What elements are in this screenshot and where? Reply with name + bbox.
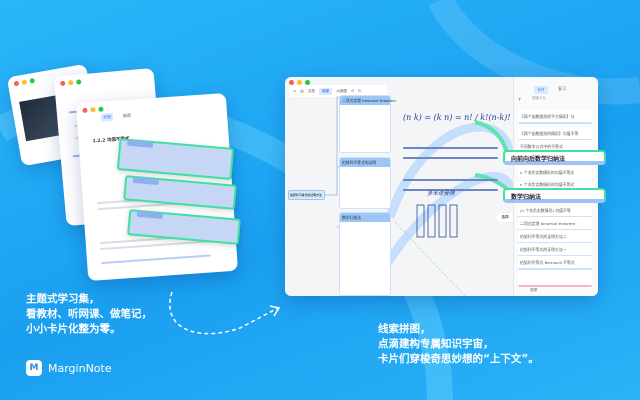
redo-icon[interactable]: ↻ <box>357 89 361 93</box>
tab-document[interactable]: 文档 <box>100 112 114 122</box>
tab-cards[interactable]: 卡片 <box>534 86 548 94</box>
tab-document[interactable]: 文档 <box>307 88 315 93</box>
tab-review[interactable]: 复习 <box>558 86 566 91</box>
sidebar-toggle-icon[interactable]: ▭ <box>293 89 297 93</box>
card-list-item[interactable]: 伯努利不等式 Bernoulli 不等式 <box>518 256 592 270</box>
tab-outline[interactable]: 大纲图 <box>336 88 347 93</box>
card-list-item[interactable]: 伯努利不等式的证明方法二 <box>518 230 592 244</box>
domino-label: 多米诺骨牌 <box>427 191 455 197</box>
background-arc <box>428 0 640 105</box>
library-icon[interactable]: ▤ <box>300 89 304 93</box>
side-select-button[interactable]: 选择 <box>497 213 513 222</box>
card-list-item[interactable]: 二项式定理 binomial theorem <box>518 217 592 231</box>
select-button[interactable]: 选择 <box>530 288 538 292</box>
root-node[interactable]: 伯努利不等式的证明方法 <box>288 190 325 200</box>
tab-mindmap[interactable]: 脑图 <box>319 87 333 95</box>
undo-icon[interactable]: ↺ <box>350 89 354 93</box>
card-list-item[interactable]: 伯努利不等式的证明方法一 <box>518 243 592 257</box>
tab-mindmap[interactable]: 脑图 <box>122 112 132 119</box>
highlighted-card[interactable]: 向前向后数学归纳法 <box>503 150 606 165</box>
highlighted-card[interactable]: 数学归纳法 <box>503 188 606 203</box>
mindmap-card[interactable]: 数学归纳法 <box>339 212 391 296</box>
toolbar: ▭ ▤ 文档 脑图 大纲图 ↺ ↻ <box>289 85 387 97</box>
filter-icon[interactable]: ⊤ <box>518 97 522 102</box>
card-list-item[interactable]: (n 个非负实数情形) 均值不等 <box>518 204 592 218</box>
dashed-arrow <box>169 291 281 335</box>
left-caption: 主题式学习集， 看教材、听网课、做笔记， 小小卡片化整为零。 <box>26 293 152 335</box>
mindmap-card[interactable]: 二项式定理 binomial theorem <box>339 95 396 153</box>
domino-sketch <box>416 204 458 238</box>
exercise-card[interactable] <box>518 270 592 287</box>
marginnote-logo-icon: M <box>26 360 42 376</box>
mindmap-card[interactable]: 伯努利不等式的证明 <box>339 157 391 209</box>
handwritten-formula: (n k) = (k n) = n! / k!(n-k)! <box>403 113 511 122</box>
card-list-item[interactable]: 【两个函数图形的平方情形】分 <box>518 110 592 124</box>
card-search-input[interactable]: 搜索卡片 <box>532 96 547 100</box>
brand-name: MarginNote <box>48 361 112 375</box>
card-list-item[interactable]: 【两个函数图形的情形】均值不等 <box>518 127 592 141</box>
right-caption: 线索拼图， 点滴建构专属知识宇宙， 卡片们穿梭奇思妙想的“上下文”。 <box>378 323 539 365</box>
logo: M MarginNote <box>26 360 112 376</box>
